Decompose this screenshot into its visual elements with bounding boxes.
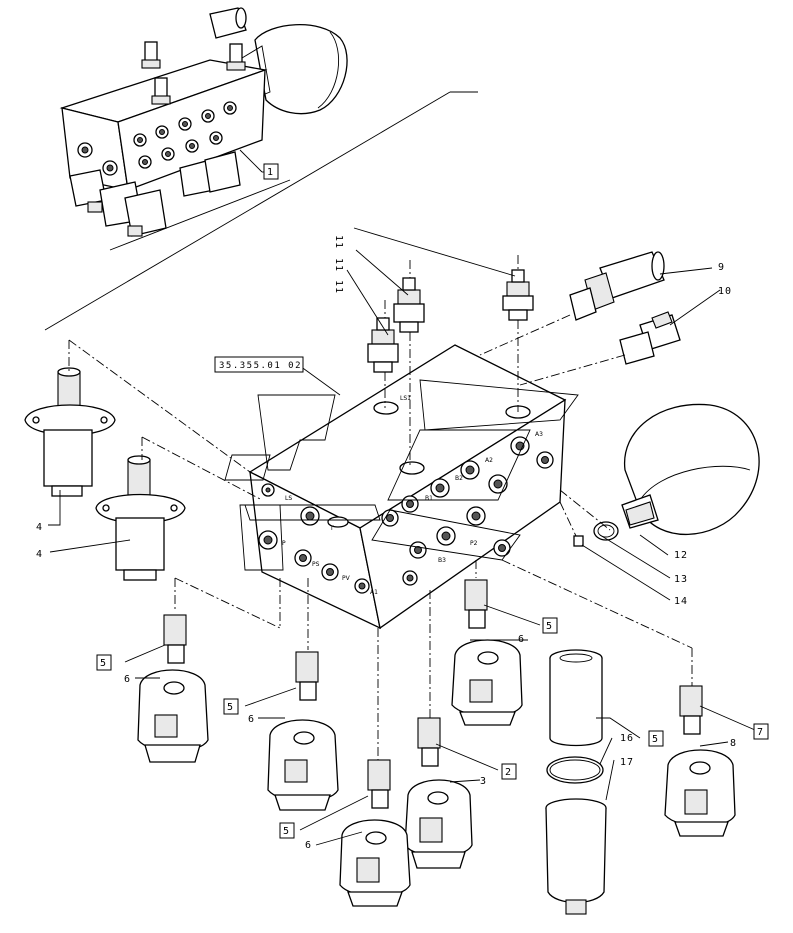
callout-17: 17 — [620, 757, 634, 768]
assembly-centerlines — [68, 255, 693, 760]
callout-9: 9 — [718, 262, 725, 273]
callout-5: 5 — [100, 658, 107, 669]
port-mark: LS — [285, 495, 292, 502]
bracket-line — [109, 179, 291, 251]
callout-11: 11 — [333, 280, 344, 294]
port-mark: A3 — [535, 431, 543, 438]
callout-10: 10 — [718, 286, 732, 297]
callout-2: 2 — [505, 767, 512, 778]
filter-element — [549, 649, 603, 747]
callout-5: 5 — [546, 621, 553, 632]
callout-3: 3 — [480, 776, 487, 787]
callout-16: 16 — [620, 733, 634, 744]
callout-11: 11 — [333, 258, 344, 272]
port-mark: T — [329, 525, 334, 532]
callout-4: 4 — [36, 549, 43, 560]
flanged-valve-4a — [24, 367, 116, 497]
port-mark: PV — [342, 575, 351, 582]
callout-4: 4 — [36, 522, 43, 533]
port-mark: PS — [312, 561, 320, 568]
filter-bowl-17 — [545, 798, 607, 915]
callout-13: 13 — [674, 574, 688, 585]
coil-assembly-2 — [267, 651, 339, 811]
port-mark: P — [282, 540, 286, 547]
callout-6: 6 — [248, 714, 255, 725]
port-mark: A2 — [485, 457, 493, 464]
reference-label: 35.355.01 02 — [219, 361, 302, 371]
callout-5: 5 — [283, 826, 290, 837]
separator-line — [44, 91, 451, 331]
port-mark: B2 — [455, 475, 463, 482]
port-mark: B3 — [438, 557, 446, 564]
port-mark: P2 — [470, 540, 478, 547]
callout-6: 6 — [518, 634, 525, 645]
accumulator-item-12 — [621, 403, 760, 536]
flanged-valve-4b — [95, 455, 186, 581]
coil-assembly-5 — [339, 759, 411, 907]
callout-1: 1 — [267, 167, 274, 178]
assembled-valve-block — [59, 7, 348, 237]
coil-assembly-4 — [404, 717, 473, 869]
coil-assembly-3 — [451, 579, 523, 726]
reference-box — [214, 356, 304, 373]
seal-13 — [573, 535, 584, 547]
cartridge-valves-11 — [367, 269, 534, 373]
callout-6: 6 — [124, 674, 131, 685]
callout-5: 5 — [652, 734, 659, 745]
o-ring-16 — [546, 756, 604, 784]
manifold-block: LS T P PS PV A1 B1 B2 A2 A3 B3 P2 LS1 — [248, 344, 567, 630]
leader-lines — [48, 227, 756, 846]
callout-5: 5 — [227, 702, 234, 713]
callout-12: 12 — [674, 550, 688, 561]
callout-11: 11 — [333, 235, 344, 249]
relief-valve-item-10 — [619, 311, 681, 365]
port-mark: LS1 — [400, 395, 411, 402]
callouts: 1 11 11 11 9 10 35.355.01 02 4 4 12 13 1… — [36, 163, 769, 851]
callout-8: 8 — [730, 738, 737, 749]
callout-14: 14 — [674, 596, 688, 607]
solenoid-item-9 — [569, 251, 665, 321]
coil-assembly-right — [664, 685, 736, 837]
coil-assembly-left — [137, 614, 209, 763]
callout-7: 7 — [757, 727, 764, 738]
callout-6: 6 — [305, 840, 312, 851]
port-mark: B1 — [425, 495, 433, 502]
port-mark: A1 — [370, 589, 378, 596]
